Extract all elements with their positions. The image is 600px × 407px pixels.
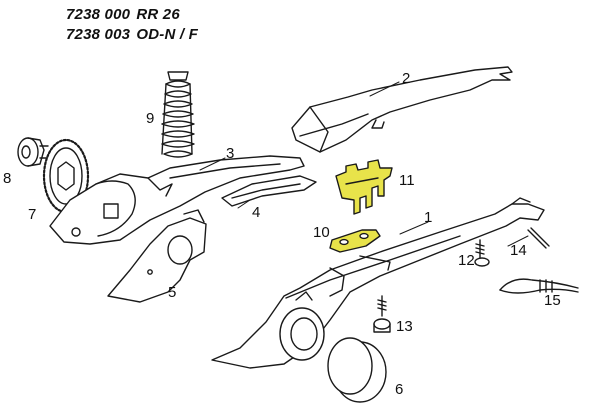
part-number-10: 10 [313, 224, 330, 241]
part-number-15: 15 [544, 292, 561, 309]
part-number-1: 1 [424, 209, 433, 226]
part-9-drawing [161, 71, 195, 158]
part-13-drawing [373, 295, 391, 333]
header-line-1: 7238 000 RR 26 [66, 6, 180, 23]
part-3-drawing [49, 155, 305, 245]
part-number-9: 9 [146, 110, 155, 127]
part-number-12: 12 [458, 252, 475, 269]
part-number-14: 14 [510, 242, 527, 259]
part-number-11: 11 [399, 172, 415, 189]
leader-lines [199, 81, 529, 247]
part-7-drawing [42, 138, 90, 214]
part-number-5: 5 [168, 284, 177, 301]
part-number-13: 13 [396, 318, 413, 335]
part-number-7: 7 [28, 206, 37, 223]
part-15-drawing [499, 278, 579, 294]
part-5-drawing [107, 209, 207, 303]
part-8-drawing [17, 137, 49, 167]
part-number-4: 4 [252, 204, 261, 221]
part-2-drawing [291, 66, 513, 153]
part-code-1: 7238 000 [66, 6, 131, 23]
part-6-drawing [327, 337, 387, 403]
part-12-drawing [474, 239, 490, 267]
part-number-8: 8 [3, 170, 12, 187]
part-10-drawing [329, 229, 381, 253]
part-11-drawing [335, 159, 393, 215]
part-desc-2: OD-N / F [136, 26, 198, 43]
part-1-drawing [211, 197, 545, 369]
part-4-drawing [221, 175, 317, 207]
part-number-6: 6 [395, 381, 404, 398]
part-desc-1: RR 26 [136, 6, 180, 23]
header-line-2: 7238 003 OD-N / F [66, 26, 198, 43]
part-code-2: 7238 003 [66, 26, 131, 43]
part-number-3: 3 [226, 145, 235, 162]
part-number-2: 2 [402, 70, 411, 87]
part-14-drawing [527, 227, 550, 249]
